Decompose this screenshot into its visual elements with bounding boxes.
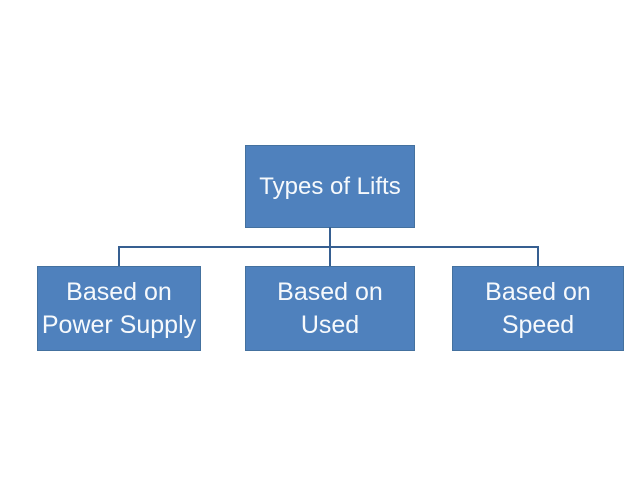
node-types-of-lifts: Types of Lifts [245,145,415,228]
node-label-line2: Used [300,310,360,339]
node-label-line2: Speed [501,310,575,339]
connector-drop-left [118,246,120,266]
node-based-on-speed: Based on Speed [452,266,624,351]
node-label-line1: Based on [277,277,383,306]
connector-drop-middle [329,246,331,266]
connector-rail [118,246,539,248]
node-label-line1: Based on [485,277,591,306]
node-label-line2: Power Supply [41,310,197,339]
node-based-on-used: Based on Used [245,266,415,351]
connector-root-stub [329,227,331,247]
node-types-of-lifts-label: Types of Lifts [259,172,401,200]
node-label-line1: Based on [66,277,172,306]
node-based-on-power-supply: Based on Power Supply [37,266,201,351]
connector-drop-right [537,246,539,266]
